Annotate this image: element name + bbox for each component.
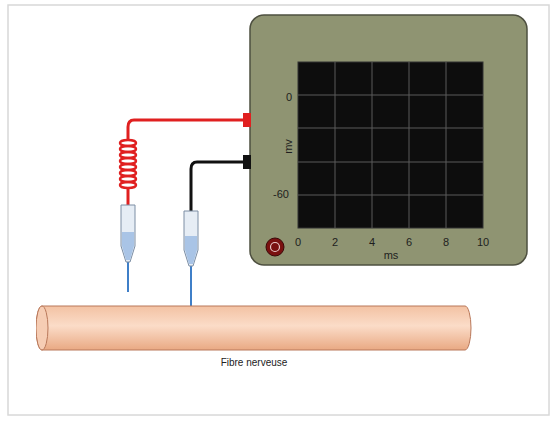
fiber-label: Fibre nerveuse (36, 305, 472, 368)
oscilloscope-screen (298, 62, 483, 228)
axis-value: -60 (273, 189, 289, 200)
fiber-end (36, 306, 48, 350)
axis-unit: ms (384, 250, 399, 261)
fiber-cylinder (36, 305, 472, 351)
frame (8, 5, 549, 415)
red-electrode (121, 205, 135, 292)
red-wire-end (127, 188, 130, 206)
fiber-body (36, 306, 471, 350)
red-socket (243, 113, 251, 127)
black-electrode (184, 211, 198, 316)
nerve-fiber: Fibre nerveuse (36, 305, 472, 421)
axis-unit: mv (282, 139, 293, 154)
axis-value: 0 (295, 237, 301, 248)
red-wire (128, 120, 244, 140)
black-socket (243, 155, 251, 169)
black-wire (191, 162, 244, 213)
axis-value: 6 (406, 237, 412, 248)
power-button (266, 238, 284, 256)
axis-value: 10 (477, 237, 489, 248)
screen-grid (298, 62, 483, 228)
axis-value: 0 (286, 92, 292, 103)
axis-value: 4 (369, 237, 375, 248)
oscilloscope-case (250, 15, 527, 265)
axis-value: 2 (332, 237, 338, 248)
power-icon (271, 243, 280, 252)
axis-value: 8 (443, 237, 449, 248)
coil (120, 140, 136, 188)
